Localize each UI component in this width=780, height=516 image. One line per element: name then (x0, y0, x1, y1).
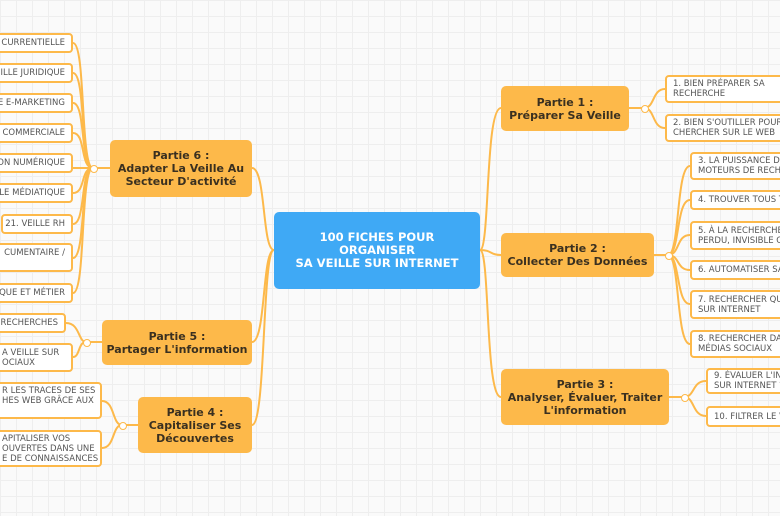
leaf-p6-4[interactable]: COMMERCIALE (0, 123, 73, 143)
part-1-node[interactable]: Partie 1 : Préparer Sa Veille (501, 86, 629, 131)
leaf-p4-2[interactable]: APITALISER VOS OUVERTES DANS UNE E DE CO… (0, 430, 102, 467)
part-2-node[interactable]: Partie 2 : Collecter Des Données (501, 233, 654, 277)
leaf-p6-9[interactable]: QUE ET MÉTIER (0, 283, 73, 303)
leaf-fiche-10[interactable]: 10. FILTRER LE VOLUME (706, 406, 780, 427)
leaf-fiche-9[interactable]: 9. ÉVALUER L'INFORMATION SUR INTERNET ? (706, 368, 780, 394)
leaf-p5-2[interactable]: A VEILLE SUR OCIAUX (0, 343, 73, 372)
collapse-toggle-p3[interactable] (681, 394, 689, 402)
leaf-fiche-3[interactable]: 3. LA PUISSANCE DES MOTEURS DE RECHERCHE (690, 152, 780, 180)
collapse-toggle-p4[interactable] (119, 422, 127, 430)
central-topic[interactable]: 100 FICHES POUR ORGANISER SA VEILLE SUR … (274, 212, 480, 289)
leaf-p5-1[interactable]: RECHERCHES (0, 313, 66, 333)
leaf-fiche-8[interactable]: 8. RECHERCHER DANS LES MÉDIAS SOCIAUX (690, 330, 780, 358)
collapse-toggle-p2[interactable] (665, 252, 673, 260)
leaf-p6-8[interactable]: CUMENTAIRE / (0, 243, 73, 272)
leaf-p4-1[interactable]: R LES TRACES DE SES HES WEB GRÂCE AUX (0, 382, 102, 419)
collapse-toggle-p1[interactable] (641, 105, 649, 113)
leaf-fiche-2[interactable]: 2. BIEN S'OUTILLER POUR CHERCHER SUR LE … (665, 114, 780, 142)
leaf-fiche-4[interactable]: 4. TROUVER TOUS TYPES (690, 190, 780, 210)
leaf-p6-5[interactable]: ON NUMÉRIQUE (0, 153, 73, 173)
part-6-node[interactable]: Partie 6 : Adapter La Veille Au Secteur … (110, 140, 252, 197)
leaf-fiche-7[interactable]: 7. RECHERCHER QUI SUR INTERNET (690, 290, 780, 319)
part-5-node[interactable]: Partie 5 : Partager L'information (102, 320, 252, 365)
leaf-fiche-6[interactable]: 6. AUTOMATISER SA (690, 260, 780, 280)
leaf-fiche-5[interactable]: 5. À LA RECHERCHE DU WEB PERDU, INVISIBL… (690, 221, 780, 250)
leaf-p6-3[interactable]: E E-MARKETING (0, 93, 73, 113)
collapse-toggle-p5[interactable] (83, 339, 91, 347)
part-4-node[interactable]: Partie 4 : Capitaliser Ses Découvertes (138, 397, 252, 453)
leaf-p6-6[interactable]: LE MÉDIATIQUE (0, 183, 73, 203)
leaf-p6-2[interactable]: ILLE JURIDIQUE (0, 63, 73, 83)
leaf-p6-1[interactable]: CURRENTIELLE (0, 33, 73, 53)
leaf-p6-7[interactable]: 21. VEILLE RH (1, 214, 73, 234)
collapse-toggle-p6[interactable] (90, 165, 98, 173)
part-3-node[interactable]: Partie 3 : Analyser, Évaluer, Traiter L'… (501, 369, 669, 425)
leaf-fiche-1[interactable]: 1. BIEN PRÉPARER SA RECHERCHE (665, 75, 780, 103)
